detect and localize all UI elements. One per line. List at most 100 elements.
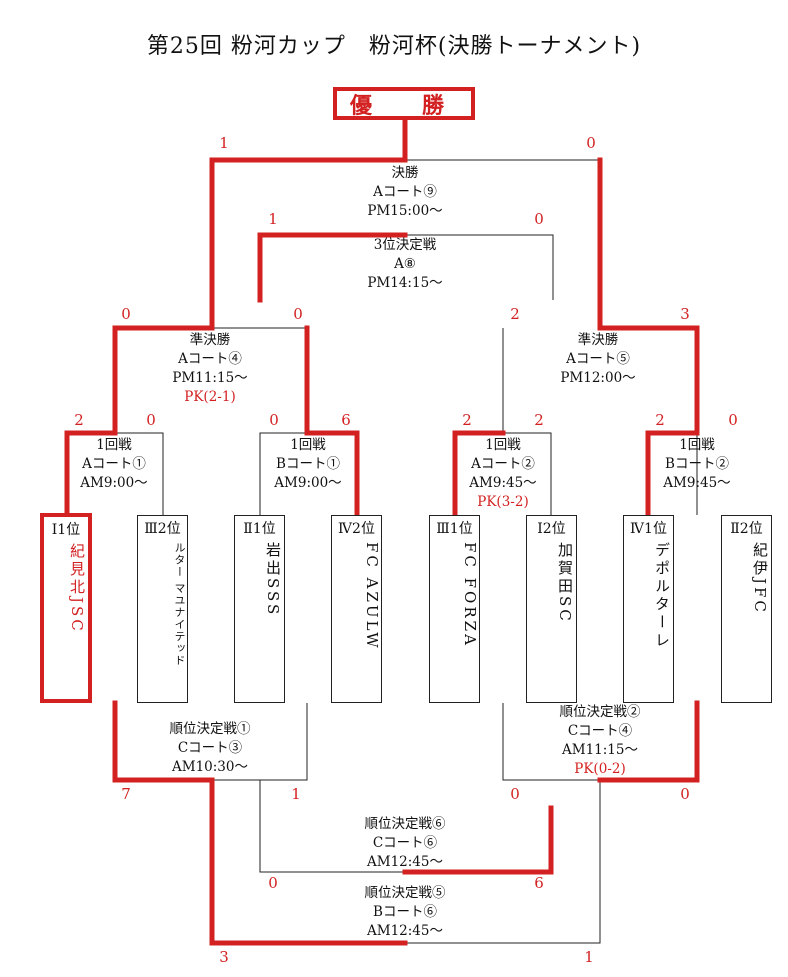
third-info: 3位決定戦 A⑧ PM14:15〜: [350, 236, 460, 293]
pl6-info: 順位決定戦⑥ Cコート⑥ AM12:45〜: [340, 815, 470, 872]
sf1-score-right: 0: [293, 305, 303, 323]
r1-2-info: 1回戦 Bコート① AM9:00〜: [258, 436, 358, 493]
team-card: Ⅲ2位 ルター マユナイテッド: [137, 515, 188, 703]
team-seed: Ⅲ1位: [436, 521, 473, 537]
team-seed: Ⅱ2位: [730, 521, 763, 537]
final-court: Aコート⑨: [373, 184, 437, 200]
team-seed: Ⅲ2位: [144, 521, 181, 537]
team-name: 紀見北JSC: [68, 543, 86, 634]
pl1-time: AM10:30〜: [172, 759, 248, 775]
sf1-round: 準決勝: [189, 332, 231, 348]
r1-2-court: Bコート①: [276, 456, 340, 472]
r1-3-right: [503, 432, 552, 515]
team-seed: Ⅰ2位: [537, 521, 566, 537]
pl5-score-left: 3: [219, 948, 229, 966]
third-line-left: [257, 232, 408, 303]
pl1-left: [112, 700, 215, 783]
pl5-time: AM12:45〜: [367, 923, 443, 939]
pl6-right: [402, 805, 554, 875]
pl6-time: AM12:45〜: [367, 854, 443, 870]
team-seed: Ⅳ2位: [338, 521, 375, 537]
r1-1-court: Aコート①: [82, 456, 146, 472]
r1-3-info: 1回戦 Aコート② AM9:45〜 PK(3-2): [453, 436, 553, 512]
team-card: Ⅱ2位 紀伊JFC: [721, 515, 772, 703]
r1-1-right: [115, 432, 164, 515]
team-card: Ⅳ2位 FC AZULW: [331, 515, 382, 703]
team-card: Ⅰ2位 加賀田SC: [526, 515, 577, 703]
sf1-line-left: [112, 325, 215, 436]
r1-1-round: 1回戦: [96, 437, 132, 453]
sf2-time: PM12:00〜: [560, 370, 636, 386]
pl5-round: 順位決定戦⑤: [364, 885, 446, 901]
pl6-score-right: 6: [534, 874, 544, 892]
pl6-round: 順位決定戦⑥: [364, 816, 446, 832]
pl6-court: Cコート⑥: [372, 835, 438, 851]
sf1-pk: PK(2-1): [184, 389, 236, 405]
r1-3-court: Aコート②: [471, 456, 535, 472]
r1-2-score-right: 6: [341, 411, 351, 429]
r1-2-left: [259, 432, 308, 515]
final-score-right: 0: [586, 134, 596, 152]
pl2-court: Cコート④: [567, 723, 633, 739]
champion-box: 優 勝: [333, 87, 475, 120]
pl2-line: [502, 703, 600, 781]
team-name: FC FORZA: [461, 542, 479, 648]
r1-2-right: [305, 430, 360, 518]
team-card: Ⅲ1位 FC FORZA: [429, 515, 480, 703]
r1-3-left: [452, 430, 506, 518]
r1-1-info: 1回戦 Aコート① AM9:00〜: [64, 436, 164, 493]
r1-3-pk: PK(3-2): [477, 494, 529, 510]
r1-3-round: 1回戦: [485, 437, 521, 453]
final-score-left: 1: [219, 134, 229, 152]
pl2-time: AM11:15〜: [562, 742, 638, 758]
third-time: PM14:15〜: [367, 275, 443, 291]
pl1-round: 順位決定戦①: [169, 721, 251, 737]
pl1-score-left: 7: [121, 785, 131, 803]
pl6-line: [259, 780, 405, 873]
third-score-left: 1: [268, 210, 278, 228]
r1-2-round: 1回戦: [290, 437, 326, 453]
r1-3-time: AM9:45〜: [469, 475, 537, 491]
team-seed: Ⅳ1位: [630, 521, 667, 537]
pl6-score-left: 0: [268, 874, 278, 892]
final-line-left: [209, 157, 408, 331]
sf2-info: 準決勝 Aコート⑤ PM12:00〜: [548, 331, 648, 388]
pl1-info: 順位決定戦① Cコート③ AM10:30〜: [150, 720, 270, 777]
r1-3-score-right: 2: [534, 411, 544, 429]
r1-4-round: 1回戦: [679, 437, 715, 453]
team-name: 加賀田SC: [556, 542, 574, 624]
team-seed: Ⅰ1位: [51, 522, 81, 538]
final-round: 決勝: [391, 165, 419, 181]
third-line-right: [405, 234, 554, 300]
r1-1-score-left: 2: [74, 411, 84, 429]
pl1-score-right: 1: [291, 785, 301, 803]
third-court: A⑧: [394, 256, 416, 272]
r1-1-left: [64, 430, 118, 518]
pl2-round: 順位決定戦②: [559, 704, 641, 720]
r1-4-info: 1回戦 Bコート② AM9:45〜: [647, 436, 747, 493]
sf2-score-left: 2: [510, 305, 520, 323]
third-score-right: 0: [534, 210, 544, 228]
champion-label: 優 勝: [349, 92, 458, 119]
pl5-court: Bコート⑥: [373, 904, 437, 920]
r1-2-score-left: 0: [269, 411, 279, 429]
pl5-score-right: 1: [584, 948, 594, 966]
team-card: Ⅱ1位 岩出SSS: [234, 515, 285, 703]
r1-4-time: AM9:45〜: [663, 475, 731, 491]
r1-4-court: Bコート②: [665, 456, 729, 472]
pl2-score-right: 0: [680, 785, 690, 803]
pl5-line: [405, 780, 601, 944]
team-name: FC AZULW: [363, 542, 381, 651]
pl2-right: [597, 700, 700, 783]
pl2-pk: PK(0-2): [574, 761, 626, 777]
r1-1-score-right: 0: [146, 411, 156, 429]
sf2-line-right: [597, 325, 700, 436]
team-seed: Ⅱ1位: [243, 521, 276, 537]
r1-2-time: AM9:00〜: [274, 475, 342, 491]
pl5-info: 順位決定戦⑤ Bコート⑥ AM12:45〜: [340, 884, 470, 941]
pl1-line: [212, 703, 308, 781]
r1-1-time: AM9:00〜: [80, 475, 148, 491]
pl2-score-left: 0: [510, 785, 520, 803]
